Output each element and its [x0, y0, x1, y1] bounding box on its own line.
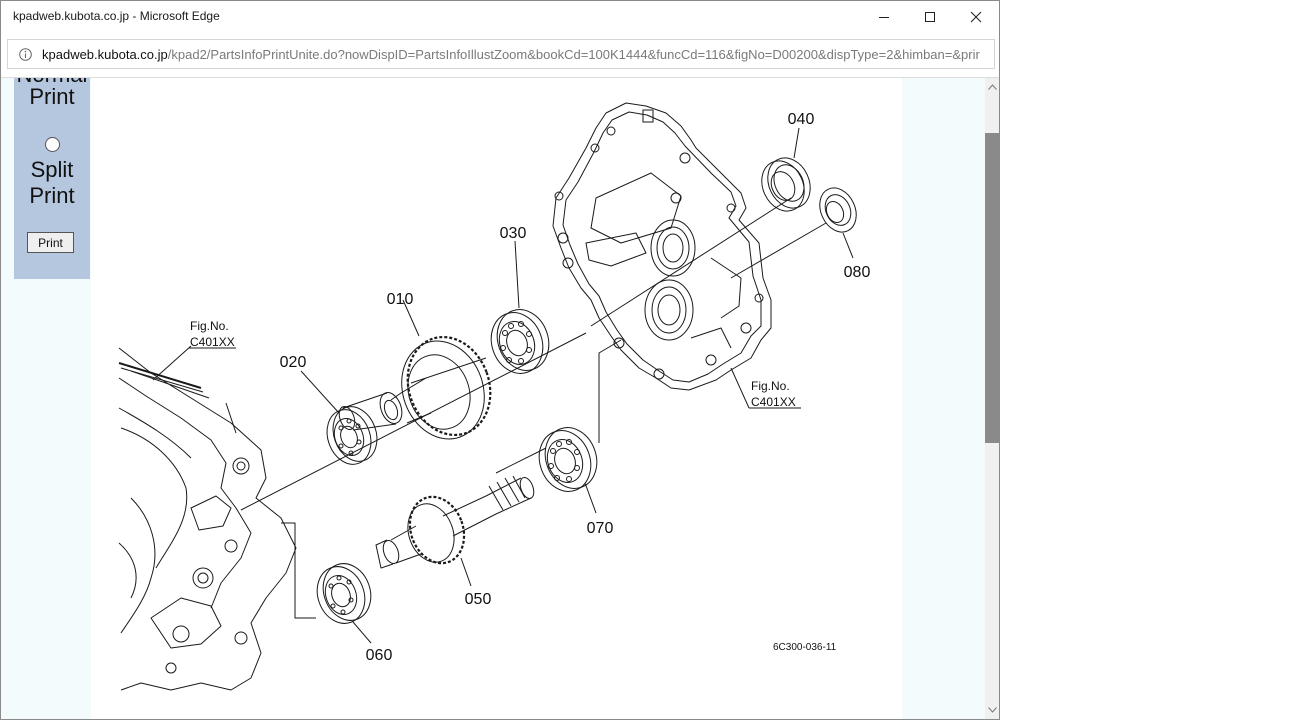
window-title: kpadweb.kubota.co.jp - Microsoft Edge	[13, 9, 220, 23]
title-bar[interactable]: kpadweb.kubota.co.jp - Microsoft Edge	[1, 1, 999, 33]
part-label-040: 040	[788, 111, 815, 128]
part-label-060: 060	[366, 647, 393, 664]
fig-ref-left-label: Fig.No.	[190, 319, 229, 333]
part-010-gear-shaft	[338, 335, 492, 440]
normal-print-label: Print	[29, 84, 75, 109]
minimize-button[interactable]	[861, 1, 907, 33]
part-040-oil-seal	[761, 157, 811, 212]
drawing-code: 6C300-036-11	[773, 642, 837, 653]
close-icon	[970, 11, 982, 23]
part-label-070: 070	[587, 520, 614, 537]
fig-ref-right-label: Fig.No.	[751, 379, 790, 393]
print-options-panel: Normal Print Split Print Print	[14, 78, 90, 279]
part-020-bearing	[326, 406, 378, 465]
part-060-bearing	[316, 563, 372, 624]
scroll-up-button[interactable]	[985, 80, 999, 94]
scroll-thumb[interactable]	[985, 133, 999, 443]
chevron-down-icon	[987, 707, 997, 713]
url-path: /kpad2/PartsInfoPrintUnite.do?nowDispID=…	[167, 46, 980, 62]
fig-ref-right-code: C401XX	[751, 395, 796, 409]
part-label-080: 080	[844, 264, 871, 281]
fig-ref-left-code: C401XX	[190, 335, 235, 349]
part-070-bearing	[538, 427, 598, 492]
gear-case-housing	[552, 102, 772, 391]
address-bar: kpadweb.kubota.co.jp/kpad2/PartsInfoPrin…	[1, 33, 999, 78]
left-housing	[118, 347, 297, 691]
chevron-up-icon	[987, 84, 997, 90]
scroll-down-button[interactable]	[985, 703, 999, 717]
maximize-icon	[925, 12, 935, 22]
split-print-radio[interactable]	[45, 137, 60, 152]
page-viewport: Normal Print Split Print Print	[1, 78, 985, 719]
part-label-010: 010	[387, 291, 414, 308]
info-icon[interactable]	[19, 47, 32, 61]
split-print-label-line2: Print	[29, 183, 75, 208]
minimize-icon	[879, 17, 889, 18]
maximize-button[interactable]	[907, 1, 953, 33]
part-080-oil-seal	[819, 187, 857, 233]
part-050-pinion-shaft	[375, 475, 535, 569]
browser-window: kpadweb.kubota.co.jp - Microsoft Edge kp…	[0, 0, 1000, 720]
parts-illustration: 040 080 030 010 020 070 050 060 Fig.No. …	[91, 78, 902, 719]
part-label-050: 050	[465, 591, 492, 608]
part-label-030: 030	[500, 225, 527, 242]
print-button[interactable]: Print	[27, 232, 74, 253]
normal-print-label-clipped: Normal	[14, 78, 90, 88]
part-030-bearing	[490, 309, 550, 374]
url-field[interactable]: kpadweb.kubota.co.jp/kpad2/PartsInfoPrin…	[7, 39, 995, 69]
part-label-020: 020	[280, 354, 307, 371]
split-print-label-line1: Split	[30, 157, 74, 182]
close-button[interactable]	[953, 1, 999, 33]
vertical-scrollbar[interactable]	[985, 78, 999, 719]
url-host: kpadweb.kubota.co.jp	[42, 46, 168, 62]
exploded-diagram: 040 080 030 010 020 070 050 060 Fig.No. …	[118, 102, 871, 691]
